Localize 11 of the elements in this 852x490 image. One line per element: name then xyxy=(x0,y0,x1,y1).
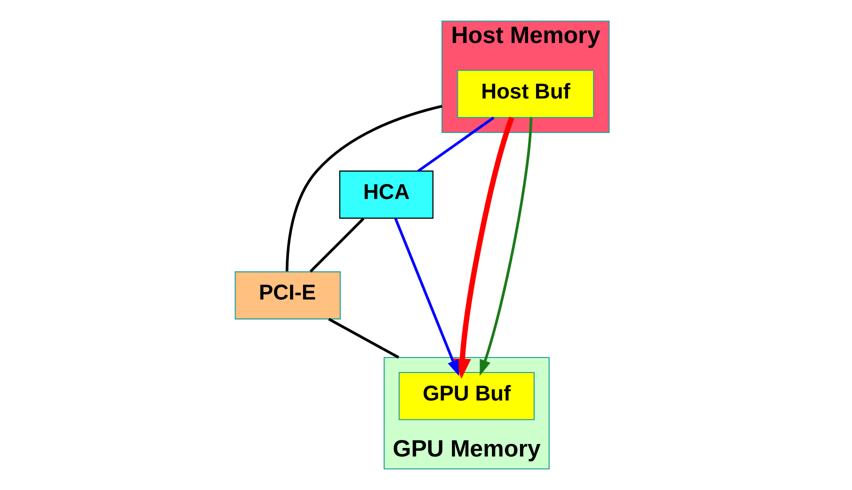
connector xyxy=(328,318,399,359)
node-box: HCA xyxy=(338,170,433,219)
arrow xyxy=(453,116,514,379)
connector xyxy=(416,116,494,172)
arrow xyxy=(479,118,532,376)
node-box: Host Buf xyxy=(456,70,594,118)
node-box: GPU Buf xyxy=(398,372,534,420)
arrow xyxy=(394,218,459,376)
connector xyxy=(309,218,364,272)
connector xyxy=(285,104,442,272)
node-box: PCI-E xyxy=(234,271,340,320)
